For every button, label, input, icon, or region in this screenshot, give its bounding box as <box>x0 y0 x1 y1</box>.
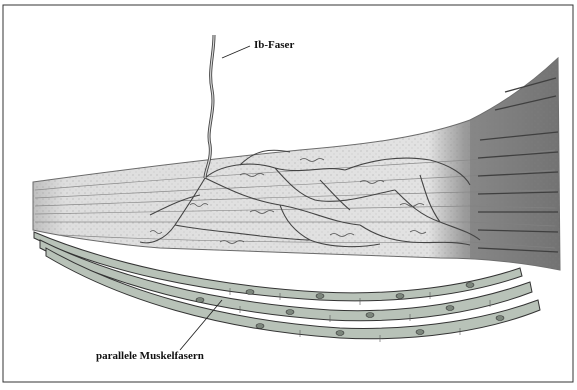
muscle-attachment <box>470 58 560 270</box>
label-parallele-muskelfasern: parallele Muskelfasern <box>96 350 204 362</box>
label-ib-faser: Ib-Faser <box>254 39 294 51</box>
ib-leader-line <box>222 46 250 58</box>
golgi-tendon-organ <box>33 58 560 270</box>
ib-fiber <box>205 35 214 178</box>
